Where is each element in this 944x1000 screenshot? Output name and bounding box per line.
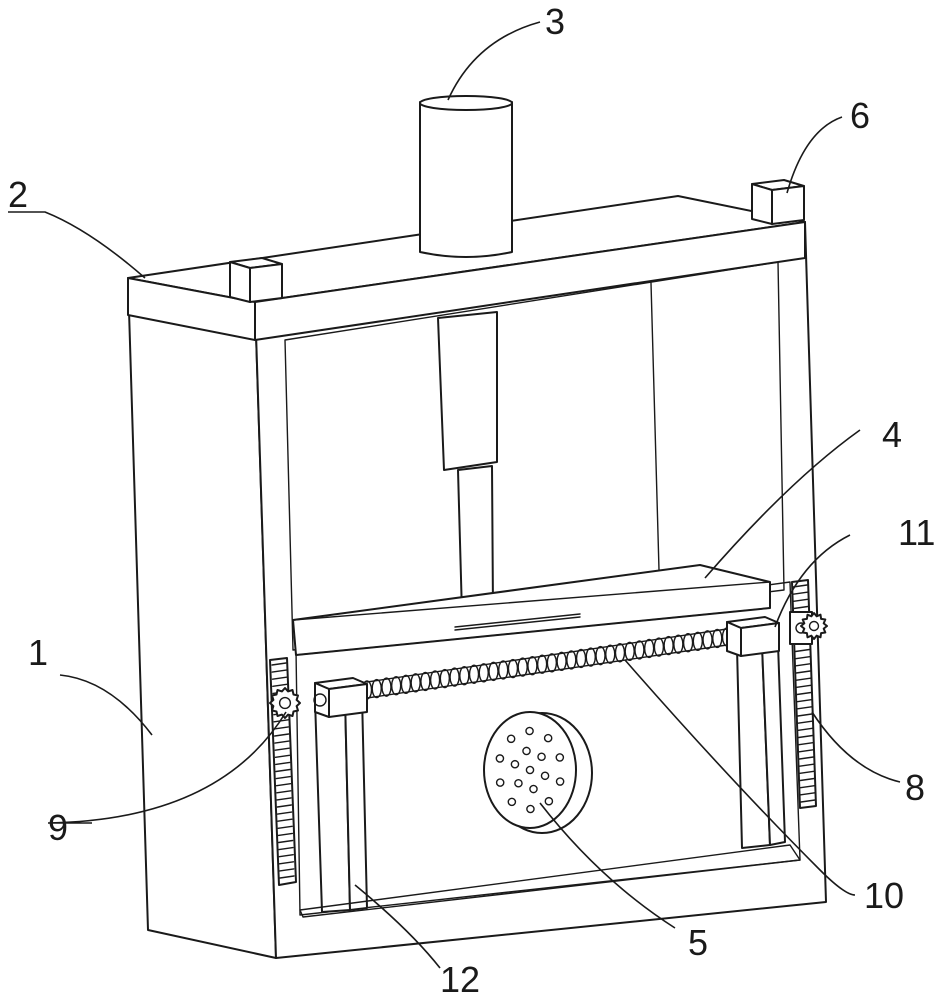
label-1: 1 — [28, 632, 48, 673]
label-9: 9 — [48, 807, 68, 848]
corner-post-left — [229, 257, 283, 303]
label-11: 11 — [898, 512, 935, 553]
hydraulic-cylinder — [419, 95, 513, 258]
label-8: 8 — [905, 767, 925, 808]
label-2: 2 — [8, 174, 28, 215]
label-5: 5 — [688, 922, 708, 963]
piston-rod — [437, 311, 498, 615]
pinion-gear-left — [269, 687, 301, 719]
label-4: 4 — [882, 414, 902, 455]
label-6: 6 — [850, 95, 870, 136]
label-3: 3 — [545, 1, 565, 42]
label-10: 10 — [864, 875, 904, 916]
label-12: 12 — [440, 959, 480, 1000]
bearing-block-left — [313, 677, 368, 718]
press-plate — [292, 564, 771, 656]
base-plate — [299, 844, 801, 918]
bearing-block-right — [726, 611, 813, 657]
corner-post-right — [751, 179, 805, 225]
guide-column-right — [736, 643, 786, 849]
perforated-disc — [483, 711, 593, 834]
leader-lines — [8, 21, 901, 969]
callout-labels: 1 2 3 4 5 6 8 9 10 11 12 — [8, 1, 935, 1000]
pinion-gear-right — [800, 612, 828, 640]
guide-column-left — [314, 695, 368, 913]
lead-screw — [361, 627, 733, 700]
